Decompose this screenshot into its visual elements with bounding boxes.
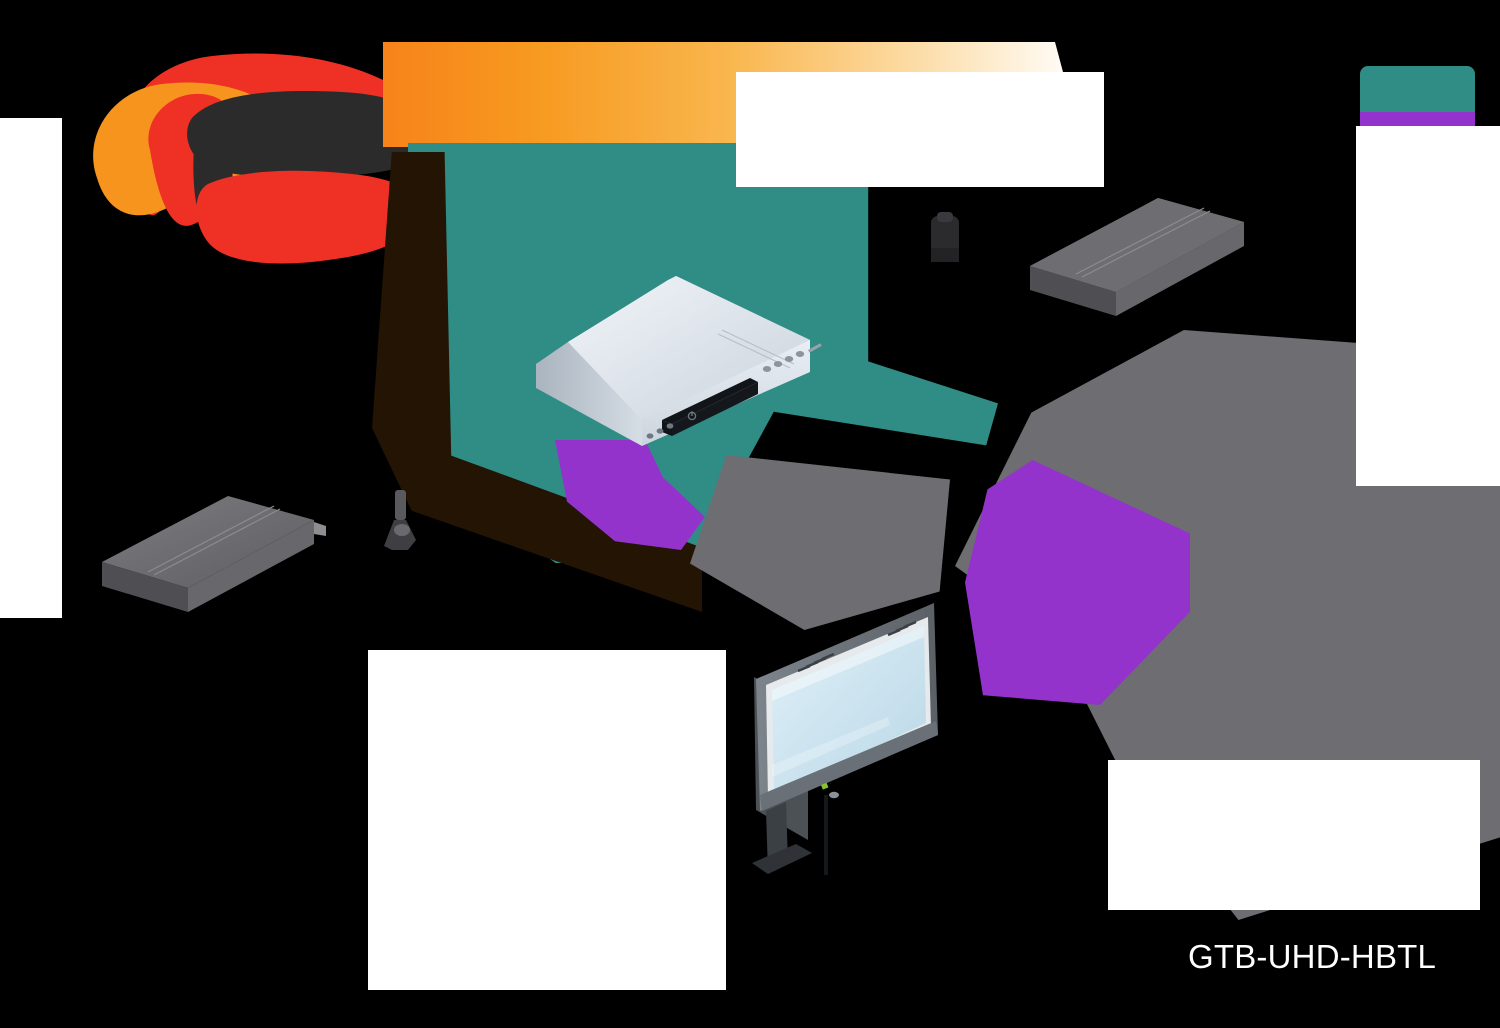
hdmi-cable-swatch: [1360, 66, 1475, 112]
gefen-flame-logo: [42, 28, 442, 278]
legend-label-panel: [1356, 126, 1500, 486]
source-av-receiver: [522, 268, 852, 463]
callout-panel-bottom-right: [1108, 760, 1480, 910]
extender-sender-unit: [88, 478, 328, 624]
model-number-label: GTB-UHD-HBTL: [1188, 938, 1437, 975]
extender-receiver-unit: [1020, 182, 1258, 328]
callout-panel-top-right: [736, 72, 1104, 187]
callout-panel-bottom-left: [368, 650, 726, 990]
flat-panel-display: [738, 595, 990, 895]
power-plug-left: [378, 490, 422, 552]
callout-panel-left-edge: [0, 118, 62, 618]
power-plug-top: [925, 212, 967, 274]
